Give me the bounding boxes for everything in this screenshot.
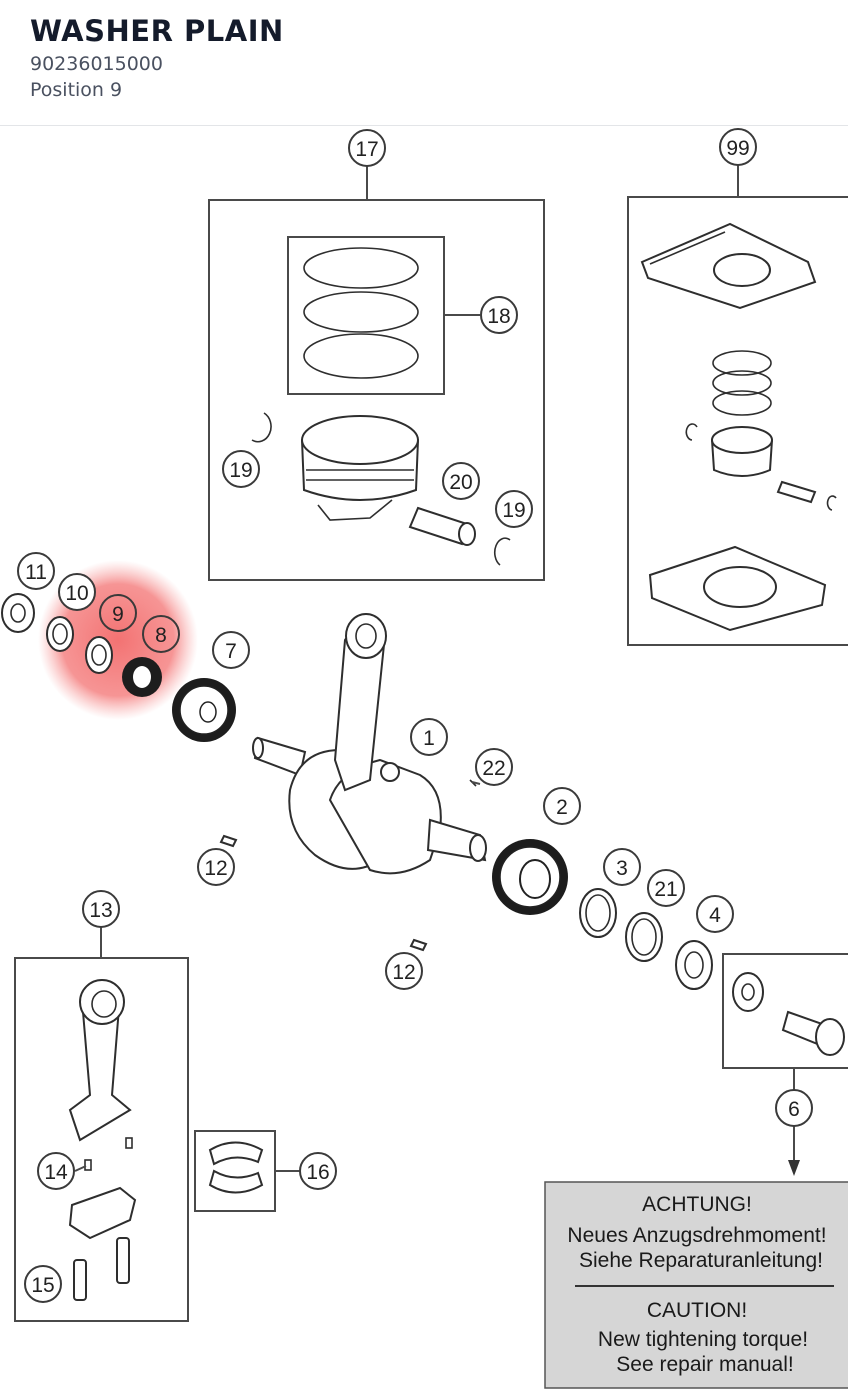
circlip-2	[493, 537, 511, 566]
crank-right-parts	[492, 839, 713, 990]
callout-16[interactable]: 16	[299, 1152, 337, 1190]
washer-10	[46, 616, 74, 652]
piston-kit-group	[208, 166, 545, 581]
callout-17[interactable]: 17	[348, 129, 386, 167]
warning-de-line2: Siehe Reparaturanleitung!	[579, 1249, 823, 1272]
part-number: 90236015000	[30, 53, 163, 75]
key-12a	[219, 834, 238, 848]
key-12b	[409, 938, 428, 952]
callout-13[interactable]: 13	[82, 890, 120, 928]
conrod-kit-group	[14, 926, 189, 1322]
callout-12a[interactable]: 12	[197, 848, 235, 886]
piston-ring-2	[303, 291, 419, 333]
svg-text:8: 8	[155, 624, 167, 647]
svg-text:21: 21	[654, 878, 677, 901]
svg-text:99: 99	[726, 137, 749, 160]
callout-9[interactable]: 9	[99, 594, 137, 632]
callout-6[interactable]: 6	[775, 1089, 813, 1127]
svg-text:6: 6	[788, 1098, 800, 1121]
gasket-kit-frame	[627, 196, 848, 646]
svg-text:7: 7	[225, 640, 237, 663]
callout-18[interactable]: 18	[480, 296, 518, 334]
crankshaft-assembly	[252, 613, 487, 875]
callout-2[interactable]: 2	[543, 787, 581, 825]
callout-8[interactable]: 8	[142, 615, 180, 653]
svg-text:14: 14	[44, 1161, 68, 1184]
part-title: WASHER PLAIN	[30, 14, 284, 48]
piston-ring-1	[303, 247, 419, 289]
warning-en-heading: CAUTION!	[647, 1299, 747, 1322]
washer-9-selected	[85, 636, 113, 674]
svg-text:15: 15	[31, 1274, 54, 1297]
svg-text:17: 17	[355, 138, 378, 161]
callout-7[interactable]: 7	[212, 631, 250, 669]
callout-1[interactable]: 1	[410, 718, 448, 756]
callout-3[interactable]: 3	[603, 848, 641, 886]
svg-text:13: 13	[89, 899, 112, 922]
circlip-1	[251, 412, 272, 443]
callout-12b[interactable]: 12	[385, 952, 423, 990]
callout-11[interactable]: 11	[17, 552, 55, 590]
piston-ring-3	[303, 333, 419, 379]
svg-text:19: 19	[502, 499, 525, 522]
svg-text:19: 19	[229, 459, 252, 482]
warning-de-heading: ACHTUNG!	[642, 1193, 752, 1216]
svg-text:9: 9	[112, 603, 124, 626]
svg-text:20: 20	[449, 471, 472, 494]
svg-text:12: 12	[392, 961, 415, 984]
bearing-11	[1, 593, 35, 633]
warning-en-line2: See repair manual!	[616, 1353, 793, 1376]
conrod-cap	[68, 1186, 137, 1240]
svg-text:3: 3	[616, 857, 628, 880]
svg-text:16: 16	[306, 1161, 329, 1184]
svg-text:1: 1	[423, 727, 435, 750]
callout-21[interactable]: 21	[647, 869, 685, 907]
callout-20[interactable]: 20	[442, 462, 480, 500]
piston-rings-frame	[287, 236, 445, 395]
gasket-kit-group	[627, 164, 848, 646]
svg-text:4: 4	[709, 904, 721, 927]
callout-99[interactable]: 99	[719, 128, 757, 166]
warning-en-line1: New tightening torque!	[598, 1328, 808, 1351]
svg-text:18: 18	[487, 305, 510, 328]
svg-text:22: 22	[482, 757, 505, 780]
callout-19b[interactable]: 19	[495, 490, 533, 528]
svg-text:11: 11	[25, 561, 47, 584]
callout-15[interactable]: 15	[24, 1265, 62, 1303]
bolt-group	[722, 953, 848, 1176]
callout-19a[interactable]: 19	[222, 450, 260, 488]
part-position: Position 9	[30, 79, 123, 101]
warning-de-line1: Neues Anzugsdrehmoment!	[567, 1224, 826, 1247]
callout-10[interactable]: 10	[58, 573, 96, 611]
crank-end-parts	[1, 593, 236, 742]
piston-kit-frame	[208, 199, 545, 581]
svg-text:10: 10	[65, 582, 88, 605]
svg-text:12: 12	[204, 857, 227, 880]
part-header: WASHER PLAIN 90236015000 Position 9	[0, 0, 848, 126]
bearing-shells-group	[194, 1130, 300, 1212]
nut-4	[675, 940, 713, 990]
torque-warning-box: ACHTUNG! Neues Anzugsdrehmoment! Siehe R…	[544, 1181, 848, 1389]
callout-4[interactable]: 4	[696, 895, 734, 933]
callout-14[interactable]: 14	[37, 1152, 75, 1190]
callout-22[interactable]: 22	[475, 748, 513, 786]
svg-text:2: 2	[556, 796, 568, 819]
